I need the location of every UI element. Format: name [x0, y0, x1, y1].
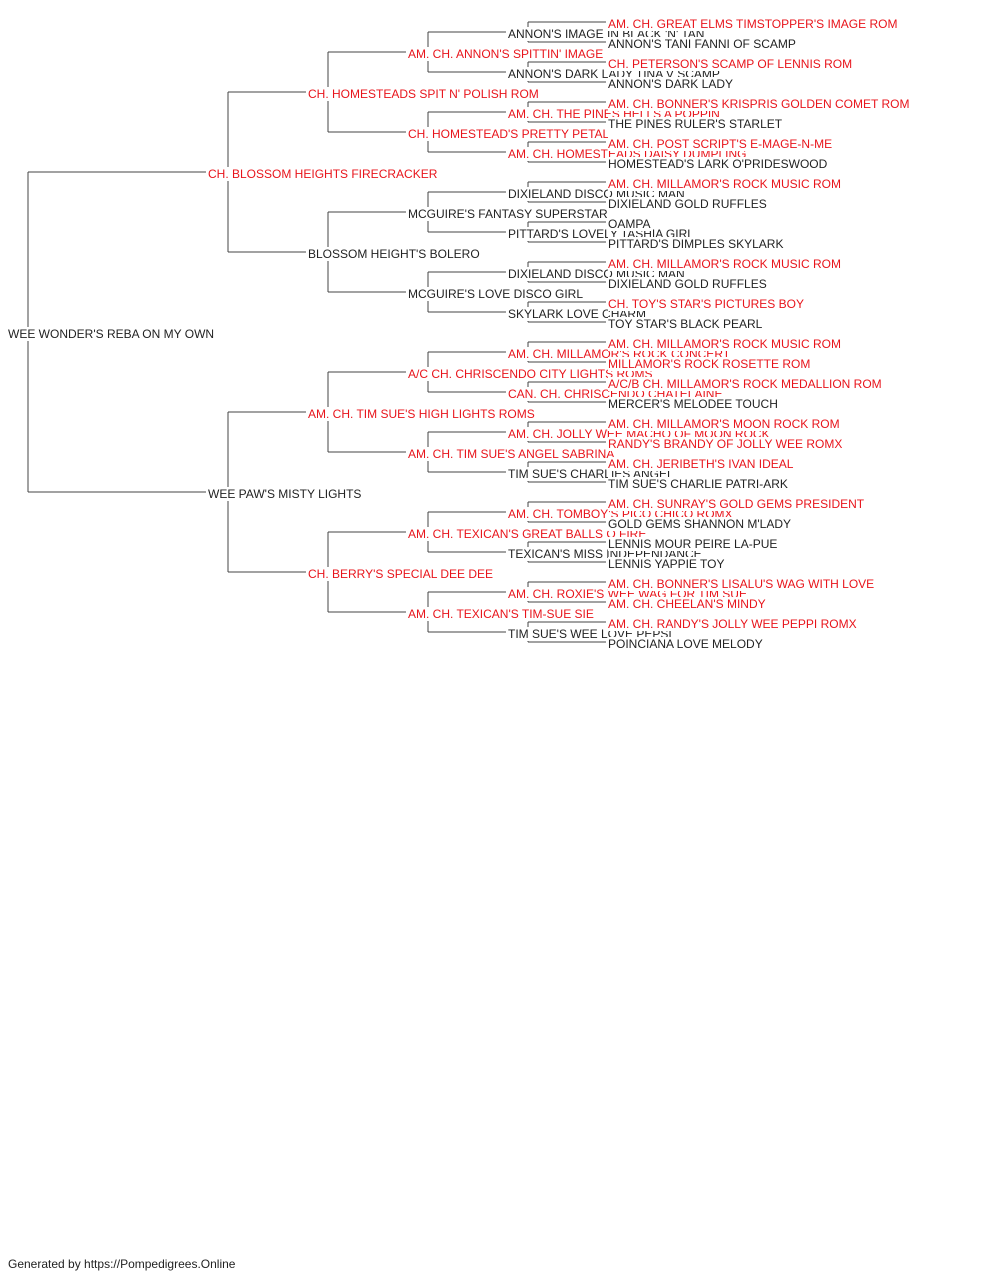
generated-by-footer: Generated by https://Pompedigrees.Online: [8, 1257, 236, 1271]
dog-name-sire-dam-sire[interactable]: MCGUIRE'S FANTASY SUPERSTAR: [408, 207, 610, 221]
dog-name-sire-dam-sire-dam-sire[interactable]: OAMPA: [608, 217, 653, 231]
dog-name-sire-dam-dam-dam-sire[interactable]: CH. TOY'S STAR'S PICTURES BOY: [608, 297, 806, 311]
dog-name-sire-dam-dam-sire-dam[interactable]: DIXIELAND GOLD RUFFLES: [608, 277, 769, 291]
dog-name-dam-dam-sire-dam-sire[interactable]: LENNIS MOUR PEIRE LA-PUE: [608, 537, 780, 551]
dog-name-dam-sire-dam-sire-sire[interactable]: AM. CH. MILLAMOR'S MOON ROCK ROM: [608, 417, 842, 431]
dog-name-dam-sire-dam-dam-dam[interactable]: TIM SUE'S CHARLIE PATRI-ARK: [608, 477, 790, 491]
dog-name-dam-dam-sire[interactable]: AM. CH. TEXICAN'S GREAT BALLS O FIRE: [408, 527, 649, 541]
dog-name-sire-sire-sire-dam-sire[interactable]: CH. PETERSON'S SCAMP OF LENNIS ROM: [608, 57, 855, 71]
dog-name-dam-dam-dam-sire-dam[interactable]: AM. CH. CHEELAN'S MINDY: [608, 597, 768, 611]
dog-name-dam-dam-sire-sire-dam[interactable]: GOLD GEMS SHANNON M'LADY: [608, 517, 793, 531]
dog-name-sire-dam-sire-sire-dam[interactable]: DIXIELAND GOLD RUFFLES: [608, 197, 769, 211]
dog-name-dam-sire-dam[interactable]: AM. CH. TIM SUE'S ANGEL SABRINA: [408, 447, 617, 461]
dog-name-sire-dam[interactable]: BLOSSOM HEIGHT'S BOLERO: [308, 247, 482, 261]
dog-name-sire-sire-sire-dam-dam[interactable]: ANNON'S DARK LADY: [608, 77, 735, 91]
dog-name-dam-sire-sire[interactable]: A/C CH. CHRISCENDO CITY LIGHTS ROMS: [408, 367, 655, 381]
dog-name-sire-sire-sire-sire-sire[interactable]: AM. CH. GREAT ELMS TIMSTOPPER'S IMAGE RO…: [608, 17, 900, 31]
dog-name-sire-sire-dam-dam-sire[interactable]: AM. CH. POST SCRIPT'S E-MAGE-N-ME: [608, 137, 835, 151]
dog-name-root[interactable]: WEE WONDER'S REBA ON MY OWN: [8, 327, 217, 341]
dog-name-dam-sire-sire-dam-sire[interactable]: A/C/B CH. MILLAMOR'S ROCK MEDALLION ROM: [608, 377, 884, 391]
dog-name-sire-sire-sire-sire-dam[interactable]: ANNON'S TANI FANNI OF SCAMP: [608, 37, 798, 51]
dog-name-dam-dam-dam-dam-dam[interactable]: POINCIANA LOVE MELODY: [608, 637, 765, 651]
dog-name-dam-sire-sire-dam-dam[interactable]: MERCER'S MELODEE TOUCH: [608, 397, 780, 411]
dog-name-sire-dam-sire-sire-sire[interactable]: AM. CH. MILLAMOR'S ROCK MUSIC ROM: [608, 177, 843, 191]
dog-name-dam-sire-dam-dam-sire[interactable]: AM. CH. JERIBETH'S IVAN IDEAL: [608, 457, 796, 471]
dog-name-dam-sire-sire-sire-sire[interactable]: AM. CH. MILLAMOR'S ROCK MUSIC ROM: [608, 337, 843, 351]
dog-name-dam-dam-dam-sire-sire[interactable]: AM. CH. BONNER'S LISALU'S WAG WITH LOVE: [608, 577, 877, 591]
dog-name-dam-dam-dam-dam-sire[interactable]: AM. CH. RANDY'S JOLLY WEE PEPPI ROMX: [608, 617, 859, 631]
dog-name-sire-dam-dam-dam-dam[interactable]: TOY STAR'S BLACK PEARL: [608, 317, 765, 331]
dog-name-dam[interactable]: WEE PAW'S MISTY LIGHTS: [208, 487, 364, 501]
dog-name-sire-dam-sire-dam-dam[interactable]: PITTARD'S DIMPLES SKYLARK: [608, 237, 786, 251]
dog-name-dam-dam-sire-sire-sire[interactable]: AM. CH. SUNRAY'S GOLD GEMS PRESIDENT: [608, 497, 867, 511]
dog-name-sire-sire[interactable]: CH. HOMESTEADS SPIT N' POLISH ROM: [308, 87, 541, 101]
dog-name-sire-sire-dam-sire-sire[interactable]: AM. CH. BONNER'S KRISPRIS GOLDEN COMET R…: [608, 97, 912, 111]
dog-name-sire-dam-dam-sire-sire[interactable]: AM. CH. MILLAMOR'S ROCK MUSIC ROM: [608, 257, 843, 271]
dog-name-sire-sire-sire[interactable]: AM. CH. ANNON'S SPITTIN' IMAGE: [408, 47, 606, 61]
dog-name-dam-sire[interactable]: AM. CH. TIM SUE'S HIGH LIGHTS ROMS: [308, 407, 537, 421]
dog-name-sire-sire-dam-dam-dam[interactable]: HOMESTEAD'S LARK O'PRIDESWOOD: [608, 157, 830, 171]
dog-name-sire-sire-dam[interactable]: CH. HOMESTEAD'S PRETTY PETAL: [408, 127, 612, 141]
dog-name-dam-dam[interactable]: CH. BERRY'S SPECIAL DEE DEE: [308, 567, 496, 581]
dog-name-sire[interactable]: CH. BLOSSOM HEIGHTS FIRECRACKER: [208, 167, 440, 181]
dog-name-sire-sire-dam-sire-dam[interactable]: THE PINES RULER'S STARLET: [608, 117, 785, 131]
dog-name-sire-dam-dam[interactable]: MCGUIRE'S LOVE DISCO GIRL: [408, 287, 585, 301]
dog-name-dam-dam-dam[interactable]: AM. CH. TEXICAN'S TIM-SUE SIE: [408, 607, 596, 621]
dog-name-dam-sire-dam-sire-dam[interactable]: RANDY'S BRANDY OF JOLLY WEE ROMX: [608, 437, 845, 451]
dog-name-dam-sire-sire-sire-dam[interactable]: MILLAMOR'S ROCK ROSETTE ROM: [608, 357, 813, 371]
dog-name-dam-dam-sire-dam-dam[interactable]: LENNIS YAPPIE TOY: [608, 557, 727, 571]
